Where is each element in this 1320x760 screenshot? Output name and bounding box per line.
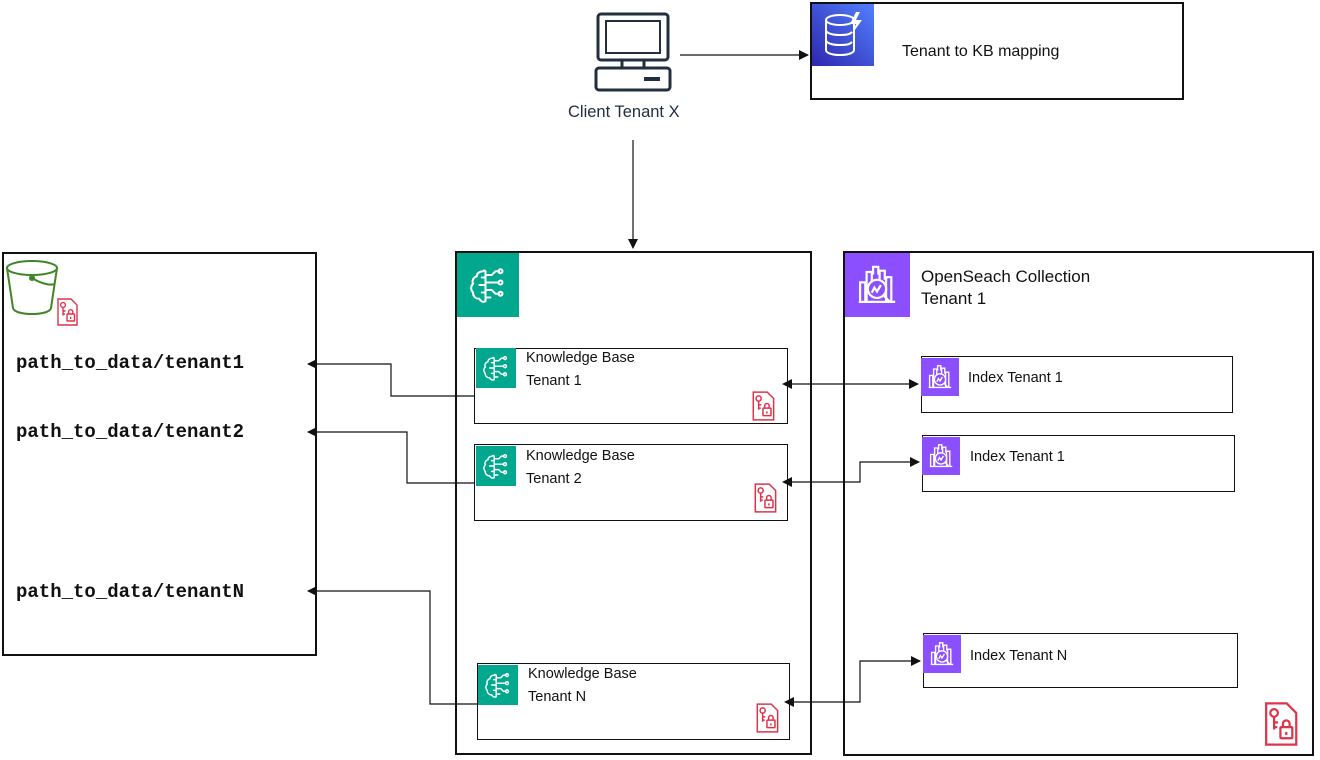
index-label: Index Tenant 1 (970, 449, 1065, 465)
knowledge-base-box-tenantN (477, 663, 790, 740)
index-box (922, 435, 1235, 492)
client-label: Client Tenant X (568, 103, 680, 121)
arrow-kbN-to-indexN (784, 656, 921, 707)
arrow-kbN-to-s3 (307, 586, 477, 705)
knowledge-base-title: Knowledge Base (526, 350, 635, 366)
s3-path-tenant1: path_to_data/tenant1 (16, 352, 245, 374)
opensearch-index-icon (921, 358, 959, 396)
arrow-kb2-to-s3 (307, 427, 474, 484)
index-label: Index Tenant N (970, 648, 1068, 664)
index-label: Index Tenant 1 (968, 370, 1063, 386)
computer-icon (592, 12, 674, 92)
dynamodb-icon (812, 4, 874, 66)
index-box (921, 356, 1233, 413)
s3-path-tenant2: path_to_data/tenant2 (16, 421, 245, 443)
arrow-kb2-to-index2 (782, 457, 920, 487)
opensearch-icon (845, 253, 910, 317)
bedrock-icon (457, 253, 519, 317)
s3-path-tenantN: path_to_data/tenantN (16, 581, 245, 603)
arrow-kb1-to-s3 (307, 359, 474, 397)
knowledge-base-icon (476, 348, 516, 388)
knowledge-base-icon (478, 665, 518, 705)
knowledge-base-title: Knowledge Base (528, 666, 637, 682)
knowledge-base-title: Knowledge Base (526, 448, 635, 464)
s3-bucket-icon (4, 256, 64, 316)
knowledge-base-tenant: Tenant N (528, 689, 587, 705)
index-box (923, 633, 1238, 688)
knowledge-base-icon (476, 446, 516, 486)
knowledge-base-tenant: Tenant 2 (526, 471, 582, 487)
knowledge-base-tenant: Tenant 1 (526, 373, 582, 389)
knowledge-base-box-tenant1 (474, 348, 788, 424)
opensearch-title: OpenSeach Collection (921, 267, 1091, 286)
opensearch-index-icon (922, 437, 960, 475)
s3-bucket-box (2, 252, 317, 656)
opensearch-index-icon (923, 635, 961, 673)
opensearch-subtitle: Tenant 1 (921, 289, 987, 308)
knowledge-base-box-tenant2 (474, 444, 788, 521)
mapping-table-label: Tenant to KB mapping (902, 43, 1060, 60)
